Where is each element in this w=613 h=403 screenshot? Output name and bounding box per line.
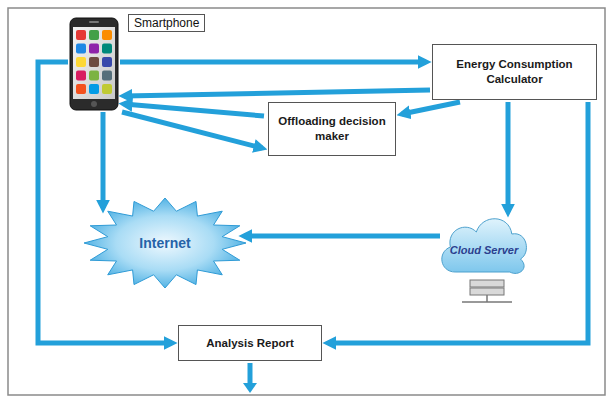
- process-box: Offloading decision maker: [268, 102, 396, 156]
- app-icon: [102, 30, 112, 40]
- server-icon: [462, 280, 512, 302]
- app-icon: [102, 84, 112, 94]
- app-icon: [102, 57, 112, 67]
- flow-arrow: [402, 102, 460, 114]
- node-label: Energy Consumption Calculator: [441, 57, 588, 87]
- flow-arrow: [38, 62, 172, 343]
- output-arrow: [243, 363, 257, 393]
- node-label: Cloud Server: [450, 244, 518, 256]
- app-icon: [89, 30, 99, 40]
- app-icon: [89, 44, 99, 54]
- internet-starburst: Internet: [82, 196, 248, 290]
- app-icon: [76, 84, 86, 94]
- app-icon: [76, 30, 86, 40]
- outer-frame: [8, 8, 605, 395]
- process-box: Energy Consumption Calculator: [432, 44, 597, 100]
- app-icon: [102, 44, 112, 54]
- app-icon: [76, 71, 86, 81]
- flow-arrow: [244, 234, 440, 239]
- flow-arrow: [506, 102, 511, 212]
- app-icon: [89, 71, 99, 81]
- app-icon: [89, 57, 99, 67]
- node-label: Smartphone: [128, 14, 205, 32]
- node-label: Offloading decision maker: [277, 114, 387, 144]
- cloud-outline: [436, 208, 532, 278]
- flow-arrow: [122, 112, 262, 148]
- app-icon: [76, 44, 86, 54]
- flow-arrow: [101, 112, 106, 208]
- cloud-shape: Cloud Server: [436, 208, 532, 278]
- app-icon: [76, 57, 86, 67]
- smartphone-device: Smartphone: [70, 18, 118, 110]
- flow-arrow: [124, 90, 430, 96]
- flow-arrow: [124, 104, 264, 116]
- flow-arrow: [120, 60, 426, 65]
- phone-picture: [70, 18, 118, 110]
- app-icon: [89, 84, 99, 94]
- app-icon: [102, 71, 112, 81]
- node-label: Internet: [139, 235, 190, 251]
- node-label: Analysis Report: [206, 336, 294, 351]
- process-box: Analysis Report: [178, 325, 322, 361]
